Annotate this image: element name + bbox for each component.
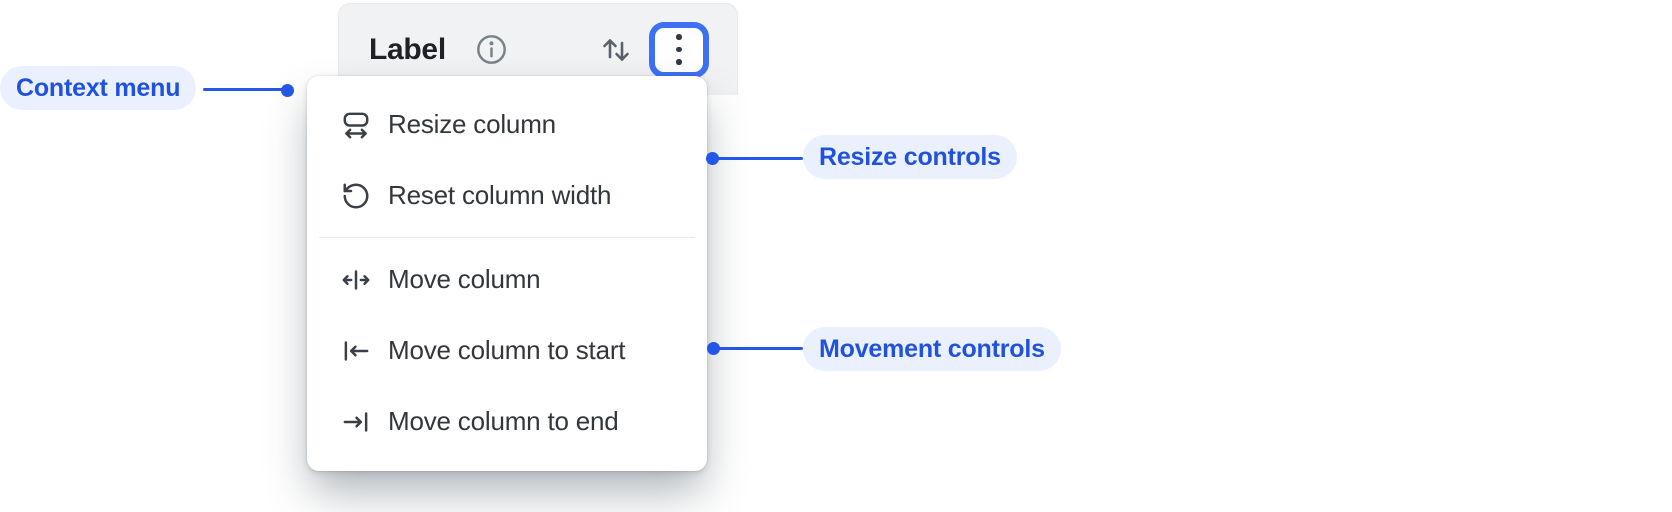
info-icon[interactable]: [474, 32, 509, 67]
menu-item-label: Resize column: [388, 109, 556, 139]
menu-item-reset-column-width[interactable]: Reset column width: [307, 160, 707, 231]
menu-divider: [319, 237, 695, 238]
resize-column-icon: [340, 109, 372, 141]
column-header-title: Label: [369, 32, 446, 66]
move-column-icon: [340, 264, 372, 296]
menu-item-label: Reset column width: [388, 180, 612, 210]
menu-item-move-column[interactable]: Move column: [307, 244, 707, 315]
annotation-context-menu-dot: [281, 84, 294, 97]
vertical-dots-menu-icon: [676, 34, 682, 40]
move-column-to-start-icon: [340, 335, 372, 367]
annotation-context-menu-line: [203, 88, 283, 91]
annotation-resize-controls-dot: [706, 152, 719, 165]
menu-item-label: Move column: [388, 264, 541, 294]
sort-arrows-icon[interactable]: [599, 33, 633, 67]
annotation-resize-controls-line: [716, 157, 803, 160]
move-column-to-end-icon: [340, 406, 372, 438]
column-context-menu: Resize column Reset column width: [307, 76, 707, 471]
menu-item-label: Move column to start: [388, 335, 626, 365]
column-overflow-menu-button[interactable]: [649, 21, 709, 78]
menu-item-resize-column[interactable]: Resize column: [307, 89, 707, 160]
annotation-context-menu: Context menu: [0, 66, 197, 110]
annotation-movement-controls: Movement controls: [803, 327, 1061, 371]
annotation-movement-controls-dot: [707, 342, 720, 355]
annotation-resize-controls: Resize controls: [803, 135, 1017, 179]
menu-item-move-column-to-start[interactable]: Move column to start: [307, 315, 707, 386]
menu-item-label: Move column to end: [388, 406, 619, 436]
reset-column-width-icon: [340, 180, 372, 212]
menu-item-move-column-to-end[interactable]: Move column to end: [307, 386, 707, 457]
annotation-movement-controls-line: [717, 347, 803, 350]
